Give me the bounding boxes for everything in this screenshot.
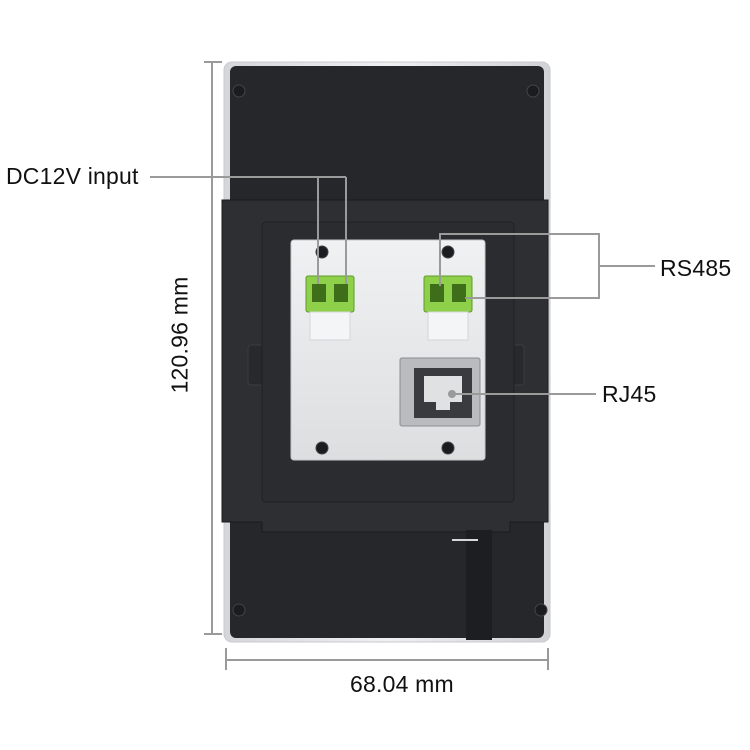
plate-screw-2 [441, 245, 455, 259]
plate-screw-3 [315, 441, 329, 455]
callout-rj45 [448, 390, 596, 398]
label-height: 120.96 mm [166, 276, 193, 394]
callout-dc-input [150, 176, 347, 284]
ethernet-port-icon [399, 357, 481, 427]
screw-top-left [232, 84, 246, 98]
screw-bottom-right [534, 603, 548, 617]
connector-plate [290, 239, 486, 461]
dc-terminal-block-icon [305, 275, 355, 341]
width-dimension-line [225, 648, 549, 670]
label-rs485: RS485 [660, 255, 732, 281]
cable-slot [466, 530, 492, 640]
label-dc12v-input: DC12V input [6, 163, 139, 189]
label-rj45: RJ45 [602, 381, 657, 407]
callout-rs485 [439, 233, 655, 299]
screw-bottom-left [232, 603, 246, 617]
rs485-terminal-block-icon [423, 275, 473, 341]
label-width: 68.04 mm [350, 671, 454, 697]
plate-screw-4 [441, 441, 455, 455]
screw-top-right [526, 84, 540, 98]
height-dimension-line [204, 61, 222, 635]
